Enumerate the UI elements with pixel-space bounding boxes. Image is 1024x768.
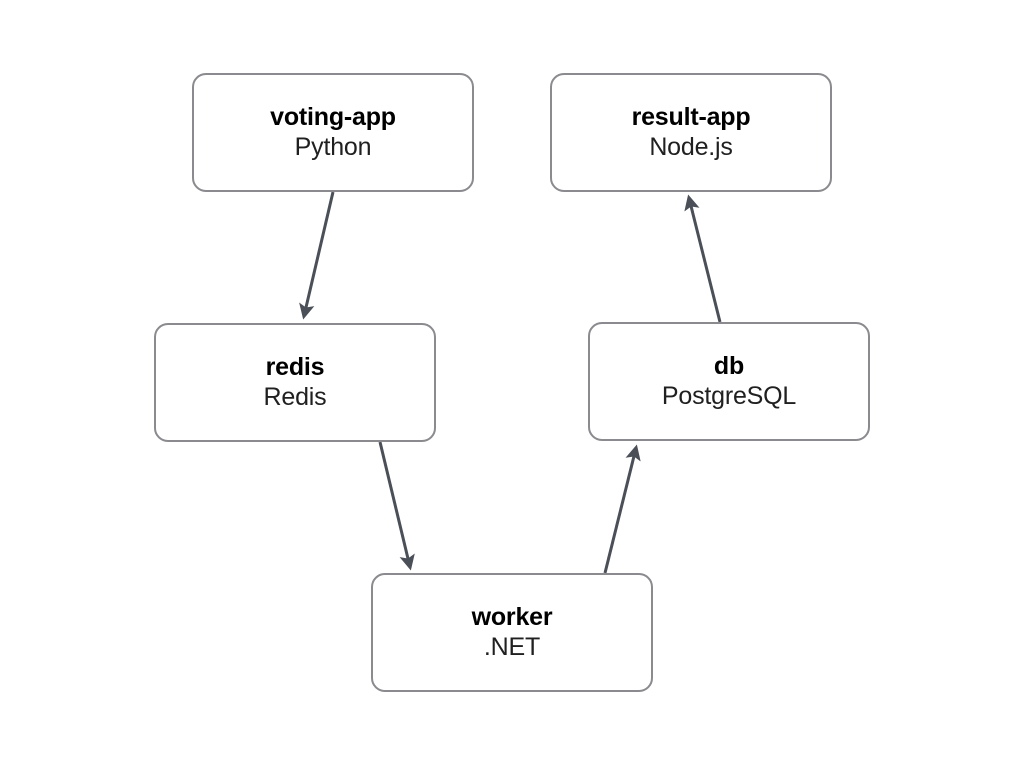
node-subtitle: Node.js <box>649 133 733 161</box>
node-subtitle: .NET <box>483 633 541 661</box>
node-title: result-app <box>631 103 751 131</box>
node-voting-app[interactable]: voting-app Python <box>192 73 474 192</box>
node-redis[interactable]: redis Redis <box>154 323 436 442</box>
node-subtitle: Python <box>294 133 372 161</box>
node-result-app[interactable]: result-app Node.js <box>550 73 832 192</box>
edge-worker-to-db <box>603 444 641 574</box>
node-subtitle: PostgreSQL <box>661 382 797 410</box>
edge-db-to-result-app <box>684 194 722 323</box>
node-title: db <box>713 352 745 380</box>
node-worker[interactable]: worker .NET <box>371 573 653 692</box>
node-title: redis <box>265 353 325 381</box>
node-title: worker <box>471 603 553 631</box>
edge-redis-to-worker <box>378 441 415 571</box>
node-db[interactable]: db PostgreSQL <box>588 322 870 441</box>
edge-voting-app-to-redis <box>299 191 335 320</box>
node-title: voting-app <box>270 103 396 131</box>
node-subtitle: Redis <box>263 383 327 411</box>
